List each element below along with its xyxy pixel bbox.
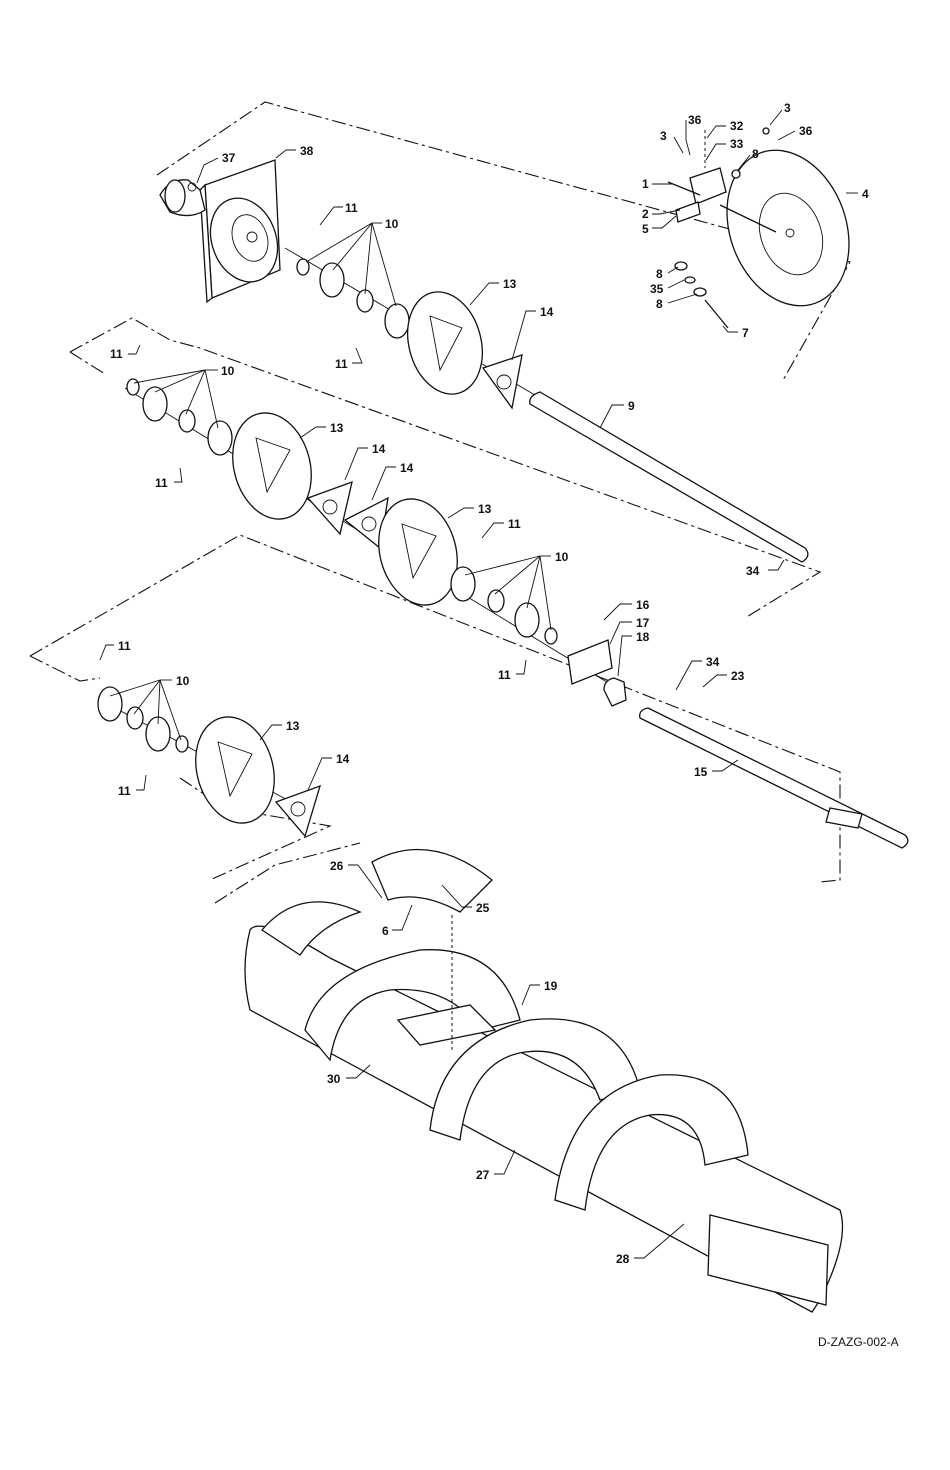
callout-28: 28 — [616, 1252, 630, 1266]
callout-14: 14 — [400, 461, 414, 475]
callout-7: 7 — [742, 326, 749, 340]
callout-11: 11 — [118, 784, 131, 798]
callout-30: 30 — [327, 1072, 341, 1086]
callout-11: 11 — [335, 357, 348, 371]
callout-36: 36 — [688, 113, 702, 127]
callout-10: 10 — [176, 674, 190, 688]
callout-8: 8 — [656, 297, 663, 311]
callout-17: 17 — [636, 616, 650, 630]
callout-23: 23 — [731, 669, 745, 683]
callout-19: 19 — [544, 979, 558, 993]
callout-10: 10 — [221, 364, 235, 378]
drawing-code: D-ZAZG-002-A — [818, 1335, 899, 1349]
callout-13: 13 — [330, 421, 344, 435]
callout-16: 16 — [636, 598, 650, 612]
callout-15: 15 — [694, 765, 708, 779]
gearbox-assembly — [160, 160, 289, 302]
callout-38: 38 — [300, 144, 314, 158]
callout-13: 13 — [503, 277, 517, 291]
callout-13: 13 — [286, 719, 300, 733]
callout-11: 11 — [498, 668, 511, 682]
callout-2: 2 — [642, 207, 649, 221]
callout-35: 35 — [650, 282, 664, 296]
callout-11: 11 — [345, 201, 358, 215]
callout-4: 4 — [862, 187, 869, 201]
callout-18: 18 — [636, 630, 650, 644]
callout-10: 10 — [385, 217, 399, 231]
callout-5: 5 — [642, 222, 649, 236]
callout-11: 11 — [110, 347, 123, 361]
lower-shaft-group — [98, 687, 908, 848]
callout-14: 14 — [336, 752, 350, 766]
callout-9: 9 — [628, 399, 635, 413]
drive-wheel-assembly — [668, 128, 870, 328]
callout-14: 14 — [540, 305, 554, 319]
callout-6: 6 — [382, 924, 389, 938]
callout-8: 8 — [752, 147, 759, 161]
callout-10: 10 — [555, 550, 569, 564]
callout-3: 3 — [784, 101, 791, 115]
callout-37: 37 — [222, 151, 236, 165]
callout-3: 3 — [660, 129, 667, 143]
callout-11: 11 — [508, 517, 521, 531]
callout-34: 34 — [746, 564, 760, 578]
callout-25: 25 — [476, 901, 490, 915]
callout-34: 34 — [706, 655, 720, 669]
callout-13: 13 — [478, 502, 492, 516]
callout-36: 36 — [799, 124, 813, 138]
callout-1: 1 — [642, 177, 649, 191]
callout-11: 11 — [118, 639, 131, 653]
callout-26: 26 — [330, 859, 344, 873]
callout-8: 8 — [656, 267, 663, 281]
callout-11: 11 — [155, 476, 168, 490]
callout-32: 32 — [730, 119, 744, 133]
middle-shaft-group — [125, 379, 626, 706]
callout-27: 27 — [476, 1168, 490, 1182]
callout-33: 33 — [730, 137, 744, 151]
callout-14: 14 — [372, 442, 386, 456]
